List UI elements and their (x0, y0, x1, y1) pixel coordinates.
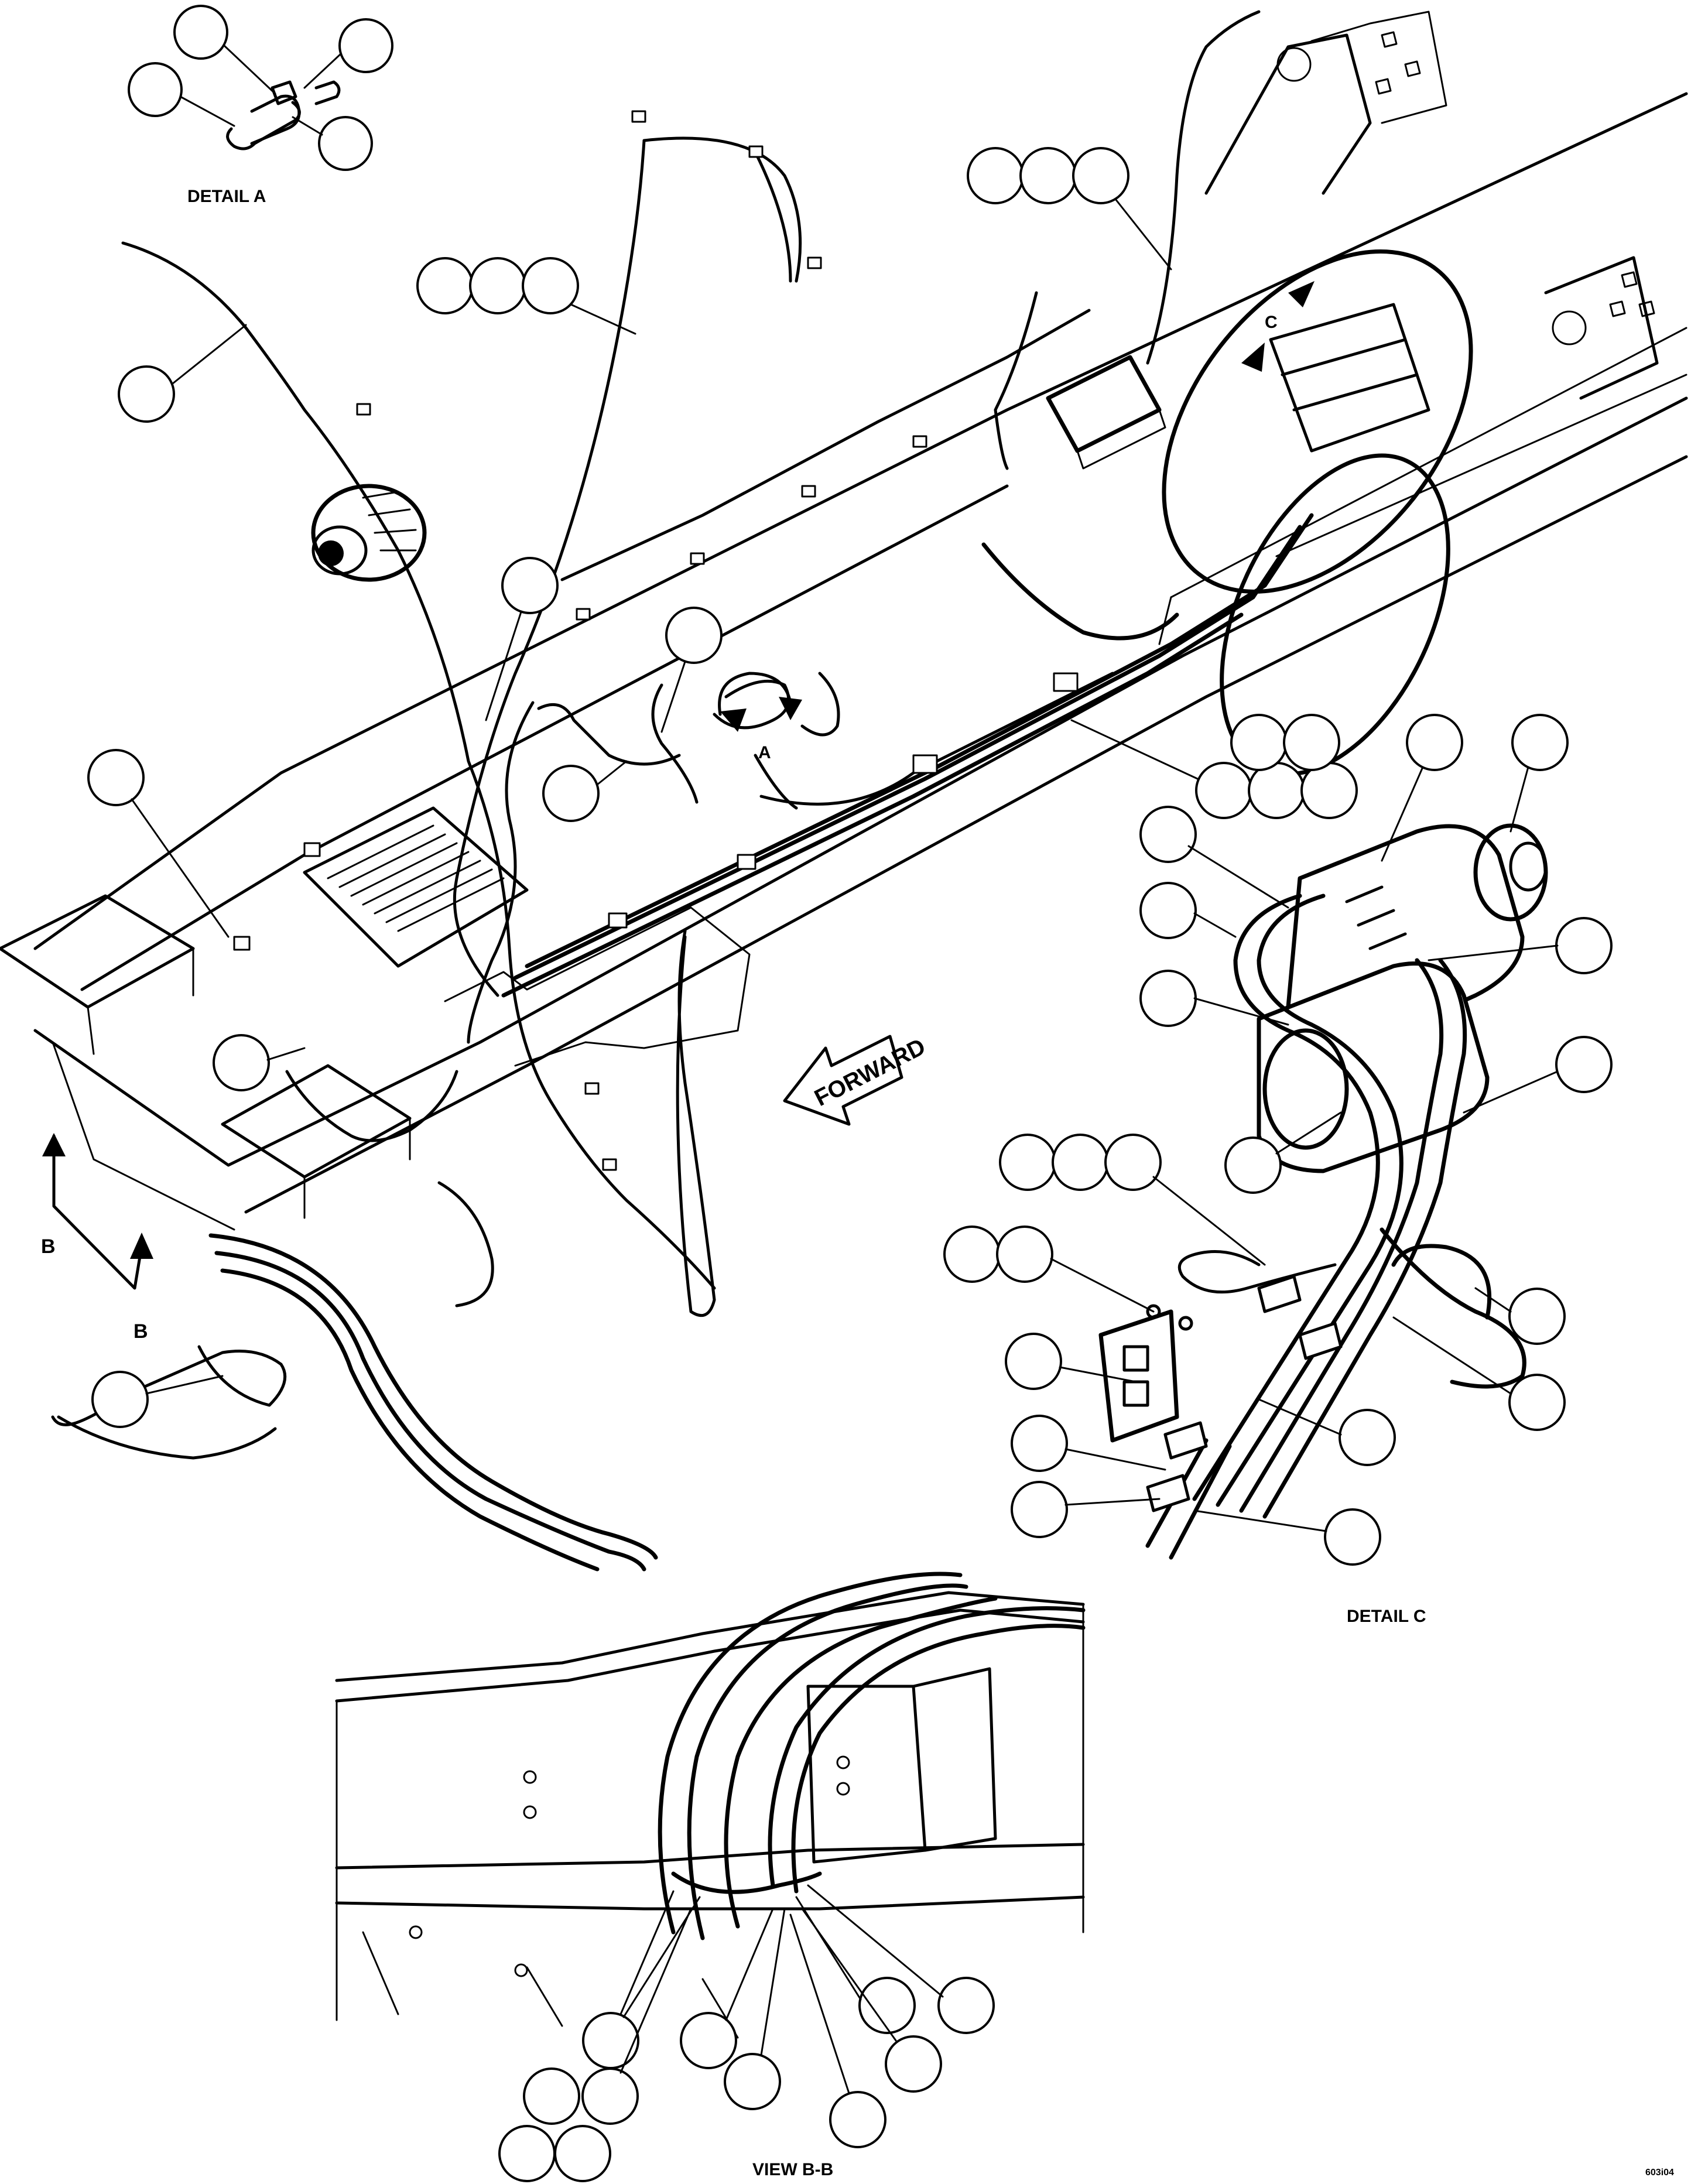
detail-a-leaders (179, 44, 342, 136)
detail-a-group: DETAIL A (128, 5, 393, 206)
detail-c-balloon-7 (1555, 917, 1613, 974)
view-bb-balloon-11 (554, 2125, 611, 2182)
harness-clips (233, 110, 1079, 1171)
rear-frame-brackets (1204, 11, 1659, 400)
wiring-harness (121, 10, 1314, 1317)
view-bb-leaders (619, 1884, 944, 2094)
battery-cable-bundle (51, 1233, 658, 1572)
detail-a-balloon-3 (128, 62, 183, 117)
view-bb-balloon-8 (523, 2067, 580, 2125)
detail-c-balloon-19 (1339, 1409, 1396, 1466)
detail-c-leaders (1050, 766, 1559, 1532)
view-bb-balloon-7 (829, 2091, 886, 2148)
main-balloon-2 (1019, 147, 1077, 204)
detail-c-title: DETAIL C (1347, 1607, 1426, 1626)
detail-c-balloon-4 (1511, 714, 1569, 771)
detail-c-group: DETAIL C (943, 714, 1613, 1626)
detail-c-clamps (1146, 1275, 1343, 1512)
main-balloon-7 (118, 365, 175, 423)
section-bb-arrows: B B (41, 1133, 153, 1343)
detail-c-balloon-10 (1224, 1136, 1282, 1194)
detail-c-balloon-14 (943, 1225, 1001, 1283)
main-balloon-11 (87, 749, 145, 806)
main-balloon-16 (1300, 762, 1358, 819)
main-balloon-5 (469, 257, 526, 314)
main-leaders (131, 198, 1199, 1395)
detail-c-balloon-16 (1508, 1288, 1566, 1345)
view-bb-title: VIEW B-B (752, 2160, 833, 2179)
drawing-number: 603i04 (1645, 2168, 1674, 2178)
main-balloon-15 (1248, 762, 1305, 819)
view-bb-balloon-2 (937, 1977, 995, 2034)
view-bb-balloon-6 (885, 2035, 942, 2093)
detail-a-balloon-2 (338, 18, 393, 73)
main-balloon-13 (91, 1371, 149, 1428)
detail-c-balloon-20 (1011, 1415, 1068, 1472)
detail-c-balloon-2 (1283, 714, 1340, 771)
view-bb-group: VIEW B-B (335, 1572, 1086, 2182)
view-bb-balloon-4 (680, 2012, 737, 2069)
detail-a-ref-letter: A (758, 743, 771, 762)
detail-a-title: DETAIL A (187, 187, 266, 206)
detail-c-balloon-11 (999, 1134, 1056, 1191)
detail-c-starter-drawing (1257, 823, 1548, 1173)
detail-c-balloon-8 (1139, 970, 1197, 1027)
detail-c-balloon-22 (1324, 1508, 1381, 1566)
view-bb-balloon-5 (724, 2053, 781, 2110)
battery-box (303, 806, 529, 968)
detail-c-callout-circle: C (1162, 249, 1473, 594)
section-b-letter-2: B (134, 1320, 148, 1343)
view-bb-balloon-1 (858, 1977, 916, 2034)
detail-c-balloon-15 (996, 1225, 1053, 1283)
detail-c-balloon-18 (1508, 1374, 1566, 1431)
detail-c-balloon-5 (1139, 806, 1197, 863)
main-balloon-9 (665, 607, 723, 664)
control-module (1046, 355, 1166, 470)
section-b-letter-1: B (41, 1235, 56, 1258)
detail-c-balloon-9 (1555, 1036, 1613, 1093)
forward-arrow: FORWARD (783, 1033, 930, 1126)
detail-c-ref-letter: C (1265, 313, 1278, 332)
view-bb-balloon-9 (581, 2067, 639, 2125)
detail-c-balloon-12 (1052, 1134, 1109, 1191)
main-balloon-4 (416, 257, 474, 314)
main-balloon-1 (967, 147, 1024, 204)
view-bb-frame (335, 1591, 1085, 2039)
detail-c-balloon-1 (1230, 714, 1288, 771)
main-balloon-6 (522, 257, 579, 314)
detail-a-clamp-drawing (226, 80, 341, 150)
detail-c-junction-box (1098, 1304, 1193, 1443)
detail-c-cables (1145, 894, 1526, 1560)
detail-a-balloon-4 (318, 116, 373, 171)
detail-c-balloon-21 (1011, 1481, 1068, 1538)
view-bb-balloon-10 (498, 2125, 556, 2182)
main-view-group: C A FORWARD B B (0, 10, 1688, 1572)
front-crossmember (0, 894, 412, 1231)
detail-c-balloon-17 (1005, 1333, 1062, 1390)
detail-a-balloon-1 (173, 5, 228, 60)
main-balloon-12 (213, 1034, 270, 1091)
view-bb-cables (658, 1572, 1086, 1940)
alternator (311, 484, 427, 582)
detail-c-balloon-13 (1104, 1134, 1162, 1191)
main-balloon-8 (501, 557, 559, 614)
detail-c-balloon-6 (1139, 882, 1197, 939)
starter-motor-main (1220, 303, 1450, 776)
main-balloon-3 (1072, 147, 1129, 204)
view-bb-balloon-3 (582, 2012, 639, 2069)
main-balloon-14 (1195, 762, 1252, 819)
detail-c-balloon-3 (1406, 714, 1463, 771)
main-balloon-10 (542, 765, 600, 822)
detail-a-ref-marker: A (718, 672, 802, 762)
